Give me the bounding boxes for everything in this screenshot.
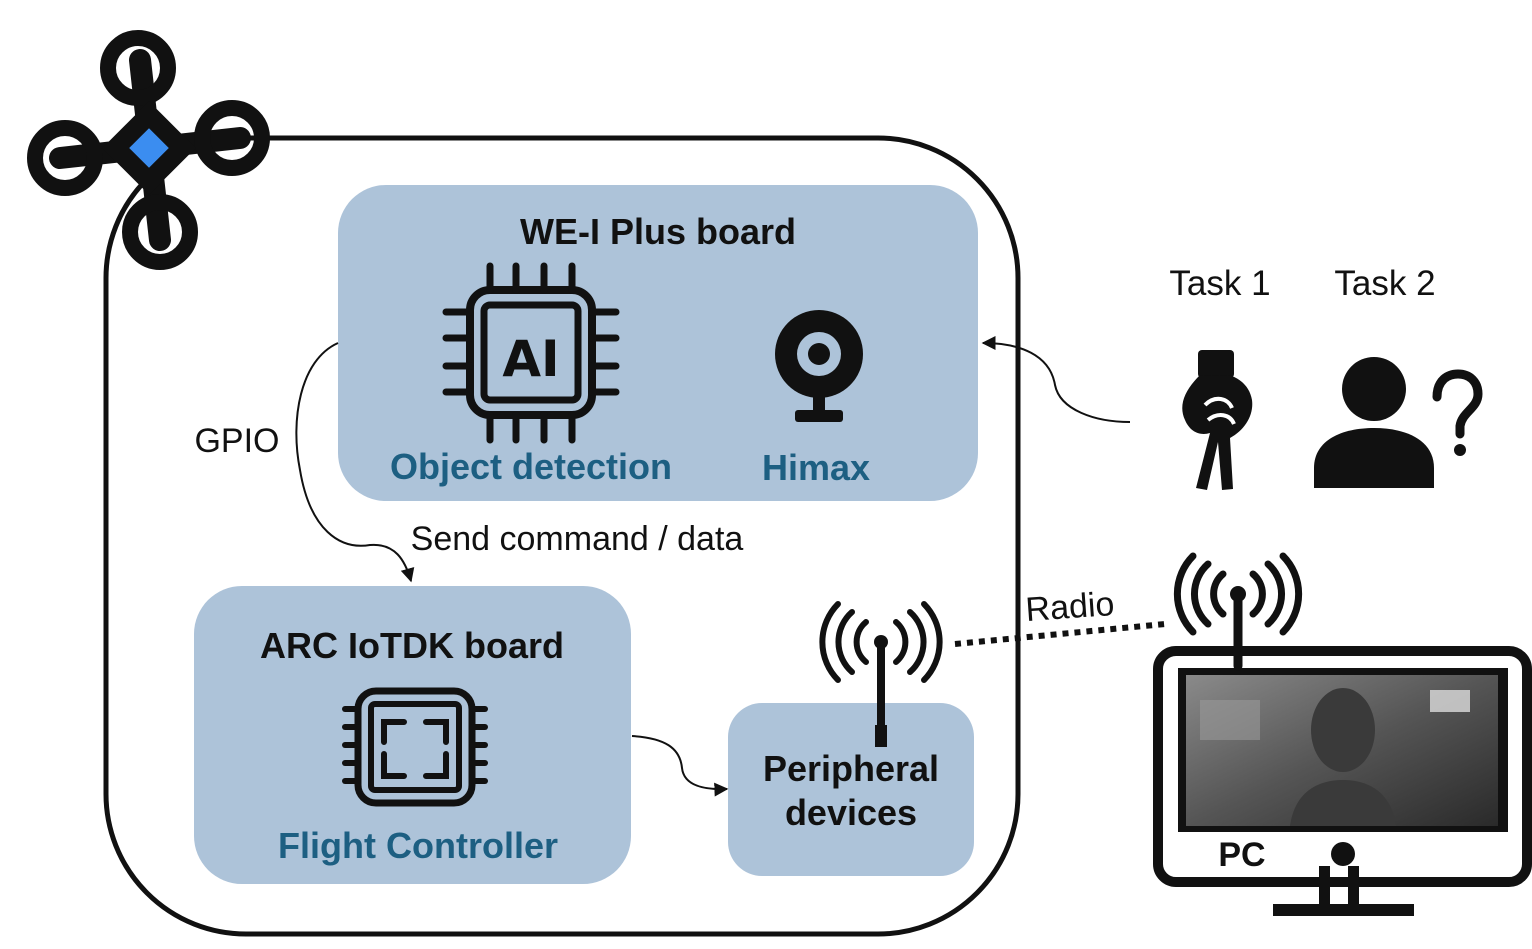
quadcopter-icon [27,30,270,270]
task-input-arrow [981,336,1131,423]
peripheral-line-1: Peripheral [763,748,939,789]
gpio-label: GPIO [194,422,279,460]
ai-chip-icon: AI [442,262,620,444]
processor-chip-icon [342,687,488,807]
peripheral-devices-box [728,703,974,876]
person-question-icon [1314,357,1483,488]
hand-gesture-icon [1182,350,1253,490]
task-2-label: Task 2 [1334,264,1435,303]
object-detection-caption: Object detection [390,446,672,487]
gpio-link-arrow [295,342,415,583]
peripheral-line-2: devices [785,792,917,833]
flight-controller-caption: Flight Controller [278,825,558,866]
antenna-icon [1173,552,1303,671]
arc-iotdk-board-box [194,586,631,884]
controller-to-peripheral-arrow [631,735,729,797]
wei-plus-board-title: WE-I Plus board [520,211,796,252]
pc-label: PC [1218,836,1265,874]
radio-link-dotted [954,621,1166,647]
webcam-icon [775,310,863,422]
antenna-icon [819,601,943,747]
power-button-icon [1331,842,1355,866]
monitor-icon [1153,646,1532,916]
task-1-label: Task 1 [1169,264,1270,303]
ai-chip-label: AI [502,330,559,388]
himax-caption: Himax [762,447,870,488]
radio-label: Radio [1024,585,1115,629]
drone-body-frame [103,135,1021,937]
arc-iotdk-board-title: ARC IoTDK board [260,625,564,666]
send-command-label: Send command / data [411,520,744,558]
